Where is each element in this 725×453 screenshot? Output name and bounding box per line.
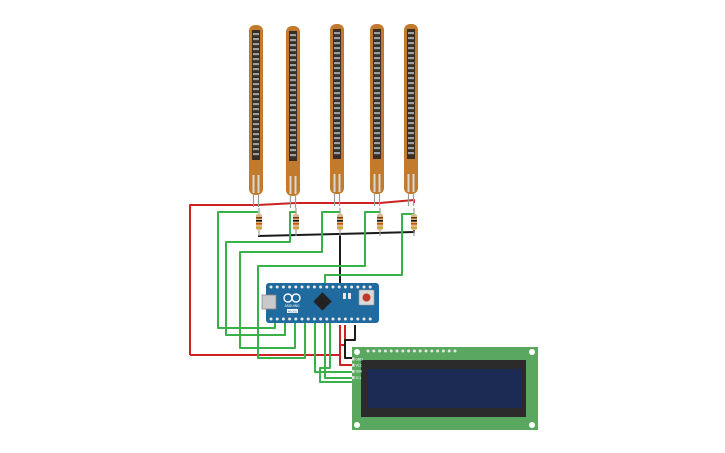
resistor[interactable] [256, 208, 262, 236]
lcd-header-pins [366, 349, 457, 353]
resistor[interactable] [377, 208, 383, 236]
board-header-pins [269, 285, 372, 321]
lcd-pin-label: VCC [356, 364, 363, 368]
flex-sensor[interactable] [404, 24, 418, 206]
mount-hole-br [529, 422, 535, 428]
flex-sensors [249, 24, 418, 208]
green-signal-wire-2[interactable] [225, 211, 296, 336]
red-power-wire-bottom[interactable] [190, 325, 341, 356]
red-lcd-vcc-wire[interactable] [339, 325, 353, 366]
green-signal-wire-4[interactable] [257, 211, 380, 359]
resistor[interactable] [411, 208, 417, 236]
green-scl-wire[interactable] [324, 322, 353, 379]
black-lcd-gnd-wire[interactable] [344, 325, 356, 359]
usb-connector[interactable] [261, 294, 277, 310]
lcd-pin-label: GND [356, 357, 364, 361]
mount-hole-bl [354, 422, 360, 428]
wires [189, 199, 415, 383]
green-signal-wire-1[interactable] [217, 211, 276, 329]
green-wire-aux[interactable] [319, 322, 353, 383]
lcd-screen [367, 369, 521, 408]
lcd-pin-label: SCL [356, 376, 362, 380]
flex-sensor[interactable] [249, 25, 263, 207]
mount-hole-tl [354, 349, 360, 355]
green-signal-wire-3[interactable] [239, 211, 340, 349]
green-signal-wire-5[interactable] [324, 213, 414, 283]
flex-sensor[interactable] [286, 26, 300, 208]
board-led [343, 293, 346, 299]
microcontroller-chip [313, 292, 332, 311]
mount-hole-tr [529, 349, 535, 355]
lcd-i2c-module[interactable]: GND VCC SDA SCL [352, 347, 538, 430]
board-led-2 [348, 293, 351, 299]
board-model-text: MICRO [288, 309, 298, 313]
green-sda-wire[interactable] [314, 322, 353, 373]
resistors [256, 208, 417, 236]
arduino-logo-icon [283, 293, 301, 303]
lcd-pin-label: SDA [356, 370, 363, 374]
resistor[interactable] [337, 208, 343, 236]
reset-button-cap[interactable] [362, 293, 371, 302]
arduino-micro-board[interactable]: ARDUINO MICRO [261, 283, 379, 323]
board-model-badge [287, 309, 298, 313]
board-brand-text: ARDUINO [284, 304, 300, 308]
lcd-pin-labels: GND VCC SDA SCL [352, 357, 363, 380]
resistor[interactable] [293, 208, 299, 236]
black-ground-wire[interactable] [257, 230, 415, 237]
flex-sensor[interactable] [330, 24, 344, 206]
flex-sensor[interactable] [370, 24, 384, 206]
